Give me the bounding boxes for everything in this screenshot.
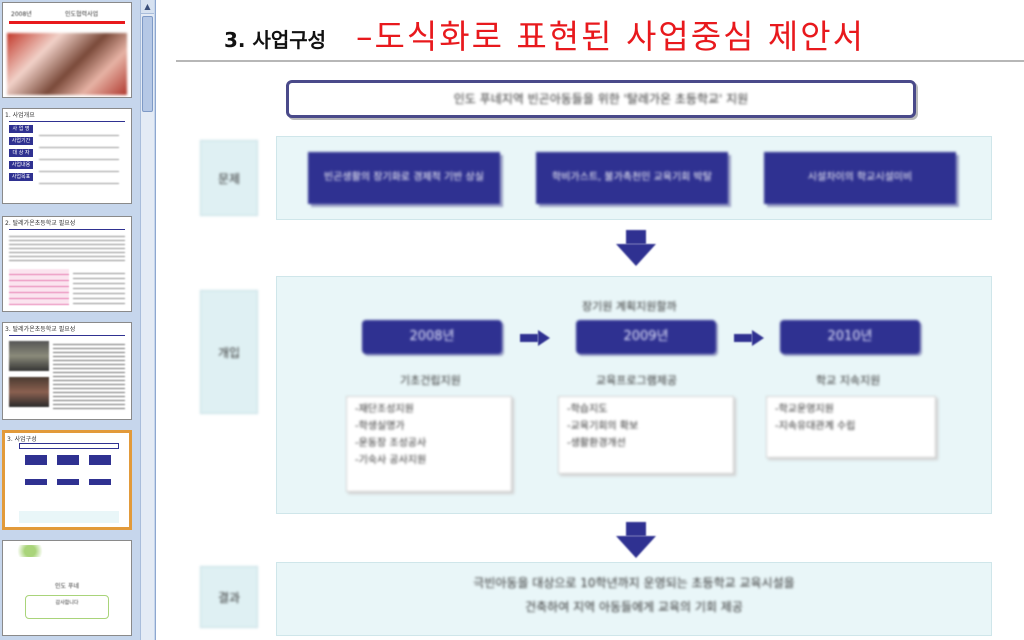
- problem-box-3: 시설차이의 학교시설미비: [764, 152, 956, 204]
- year-box-2010: 2010년: [780, 320, 920, 354]
- thumb-1-photo: [7, 33, 127, 95]
- thumb-5-heading: 3. 사업구성: [7, 436, 37, 443]
- topic-text: 인도 푸네지역 빈곤아동들을 위한 '탈레가온 초등학교' 지원: [453, 92, 749, 106]
- year-box-2009: 2009년: [576, 320, 716, 354]
- down-arrow-icon: [616, 244, 656, 266]
- right-arrow-stem: [734, 334, 752, 342]
- title-divider: [176, 60, 1024, 62]
- year-caption-2009: 교육프로그램제공: [596, 374, 677, 387]
- slide-thumbnail-6[interactable]: 인도 푸네 감사합니다: [2, 540, 132, 636]
- slide-canvas[interactable]: 3. 사업구성 –도식화로 표현된 사업중심 제안서 인도 푸네지역 빈곤아동들…: [156, 0, 1024, 640]
- note-item: -지속유대관계 수립: [775, 421, 856, 432]
- thumb-3-rule: [9, 229, 125, 230]
- thumb-3-table: [9, 269, 69, 305]
- result-line-1: 극빈아동을 대상으로 10학년까지 운영되는 초등학교 교육시설을: [473, 576, 795, 590]
- note-2009: -학습지도 -교육기회의 확보 -생활환경개선: [558, 396, 734, 474]
- note-item: -운동장 조성공사: [355, 438, 427, 449]
- thumb-2-row-label: 사업목표: [9, 173, 33, 181]
- thumb-2-row-label: 사업내용: [9, 161, 33, 169]
- thumb-5-year: [25, 479, 47, 485]
- row-label-result: 결과: [200, 566, 258, 628]
- slide-thumbnail-4[interactable]: 3. 탈레가온초등학교 필요성: [2, 322, 132, 420]
- thumb-2-rule: [9, 121, 125, 122]
- thumb-1-heading: 인도협력사업: [65, 11, 99, 18]
- thumb-6-title: 인도 푸네: [55, 583, 79, 590]
- topic-box: 인도 푸네지역 빈곤아동들을 위한 '탈레가온 초등학교' 지원: [286, 80, 916, 118]
- thumb-5-year: [57, 479, 79, 485]
- note-item: -학교운영지원: [775, 404, 834, 415]
- thumb-4-photo-2: [9, 377, 49, 407]
- year-caption-2010: 학교 지속지원: [816, 374, 881, 387]
- thumb-4-rule: [9, 335, 125, 336]
- result-line-2: 건축하여 지역 아동들에게 교육의 기회 제공: [525, 600, 743, 614]
- thumb-6-box: [25, 595, 109, 619]
- thumb-1-title: 2008년: [11, 11, 32, 18]
- note-item: -재단조성지원: [355, 404, 414, 415]
- intervention-heading: 장기원 계획지원할까: [582, 300, 677, 313]
- thumb-2-row-label: 사 업 명: [9, 125, 33, 133]
- scrollbar-thumb[interactable]: [142, 16, 153, 112]
- leaf-icon: [13, 545, 47, 557]
- note-item: -기숙사 공사지원: [355, 455, 427, 466]
- thumb-5-year: [89, 479, 111, 485]
- right-arrow-icon: [538, 330, 550, 346]
- year-box-2008: 2008년: [362, 320, 502, 354]
- down-arrow-stem: [626, 230, 646, 244]
- row-label-problem: 문제: [200, 140, 258, 216]
- problem-box-2: 학비가스트, 불가촉천민 교육기회 박탈: [536, 152, 728, 204]
- note-item: -생활환경개선: [567, 438, 626, 449]
- thumb-4-heading: 3. 탈레가온초등학교 필요성: [5, 326, 76, 333]
- down-arrow-stem: [626, 522, 646, 536]
- slide-thumbnail-3[interactable]: 2. 탈레가온초등학교 필요성: [2, 216, 132, 312]
- right-arrow-stem: [520, 334, 538, 342]
- year-caption-2008: 기초건립지원: [400, 374, 461, 387]
- thumb-5-topic: [19, 443, 119, 449]
- thumb-5-result: [19, 511, 119, 523]
- down-arrow-icon: [616, 536, 656, 558]
- slide-thumbnail-1[interactable]: 2008년 인도협력사업: [2, 2, 132, 98]
- thumb-2-row-label: 사업기간: [9, 137, 33, 145]
- scroll-up-arrow-icon[interactable]: ▲: [141, 0, 154, 14]
- thumb-2-row-label: 대 상 자: [9, 149, 33, 157]
- note-item: -학생실명가: [355, 421, 405, 432]
- thumb-5-box: [57, 455, 79, 465]
- thumb-5-box: [25, 455, 47, 465]
- note-item: -학습지도: [567, 404, 608, 415]
- thumb-3-notes: [73, 269, 125, 305]
- thumb-2-text-lines: [39, 127, 119, 187]
- right-arrow-icon: [752, 330, 764, 346]
- thumb-3-heading: 2. 탈레가온초등학교 필요성: [5, 220, 76, 227]
- note-2008: -재단조성지원 -학생실명가 -운동장 조성공사 -기숙사 공사지원: [346, 396, 512, 492]
- thumb-3-text-lines: [9, 233, 125, 263]
- thumb-4-photo-1: [9, 341, 49, 371]
- note-item: -교육기회의 확보: [567, 421, 639, 432]
- result-band: [276, 562, 992, 636]
- row-label-intervention: 개입: [200, 290, 258, 414]
- thumb-1-rule: [9, 21, 125, 24]
- slide-title: 3. 사업구성: [224, 28, 327, 52]
- thumb-2-heading: 1. 사업개요: [5, 112, 35, 119]
- problem-box-1: 빈곤생활의 장기화로 경제적 기반 상실: [308, 152, 500, 204]
- thumbnail-scrollbar[interactable]: ▲: [140, 0, 154, 640]
- slide-thumbnail-5-selected[interactable]: 3. 사업구성: [2, 430, 132, 530]
- thumb-5-box: [89, 455, 111, 465]
- slide-subtitle: –도식화로 표현된 사업중심 제안서: [356, 17, 866, 56]
- slide-thumbnail-2[interactable]: 1. 사업개요 사 업 명 사업기간 대 상 자 사업내용 사업목표: [2, 108, 132, 204]
- thumb-4-text-lines: [53, 341, 125, 411]
- note-2010: -학교운영지원 -지속유대관계 수립: [766, 396, 936, 458]
- thumb-6-caption: 감사합니다: [55, 600, 79, 606]
- slide-thumbnail-pane: 2008년 인도협력사업 1. 사업개요 사 업 명 사업기간 대 상 자 사업…: [0, 0, 156, 640]
